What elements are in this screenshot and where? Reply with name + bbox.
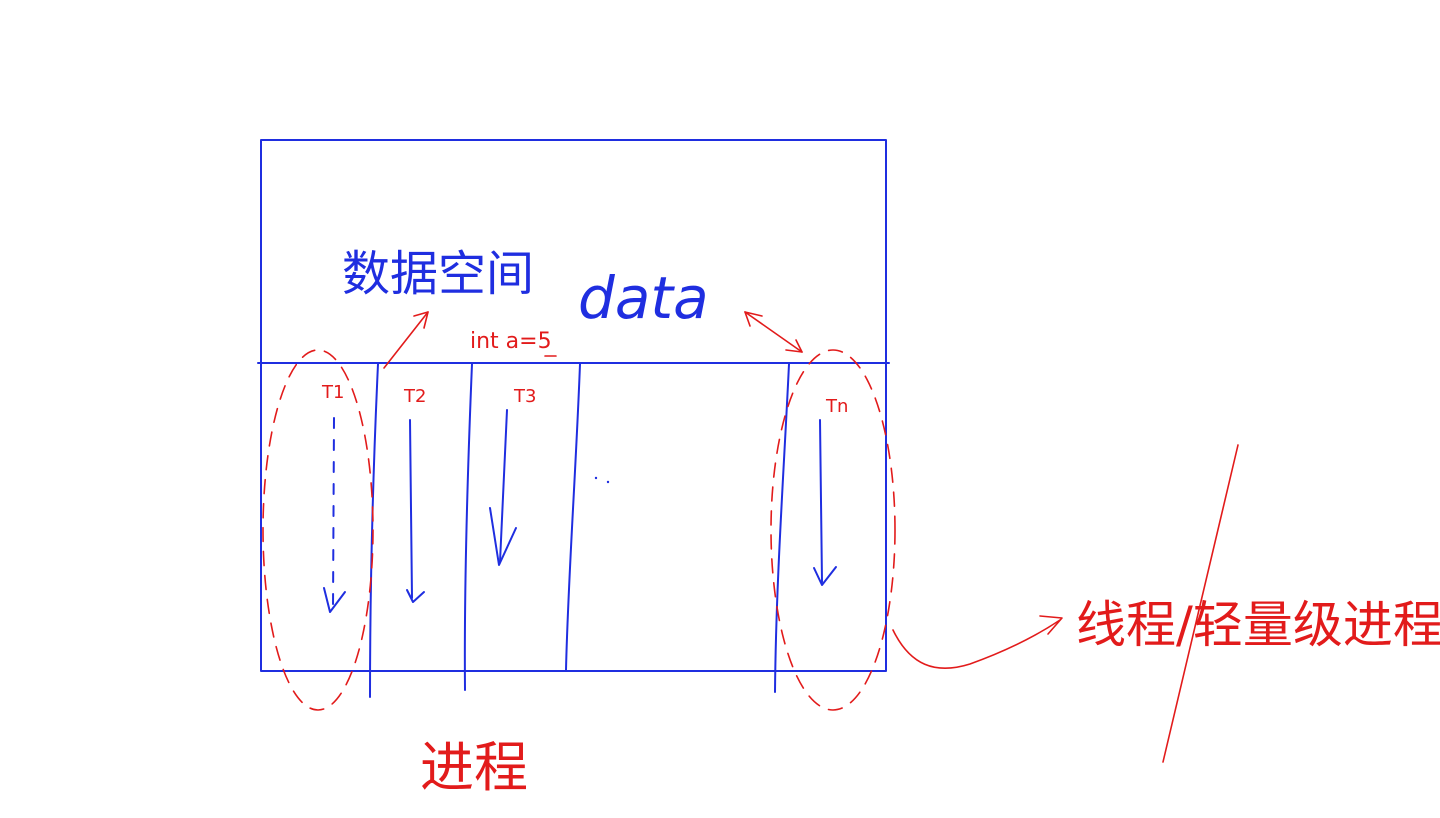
data-label: data [578, 264, 709, 332]
t1-execution-arrow [332, 417, 335, 611]
t3-label: T3 [513, 386, 536, 407]
thread-pointer-arrowhead [1039, 615, 1063, 635]
data-space-label: 数据空间 [342, 246, 534, 302]
slash-divider [1162, 444, 1239, 763]
t2-data-access-arrowhead [413, 311, 429, 329]
t1-highlight-ellipse [262, 349, 374, 711]
t2-execution-arrow [409, 419, 413, 599]
t2-data-access-arrow [383, 311, 429, 369]
tn-arrowhead-top [744, 311, 763, 327]
tn-execution-arrow [819, 419, 823, 583]
lane-line-1 [369, 363, 379, 698]
thread-label: 线程/轻量级进程 [1076, 596, 1440, 654]
tn-label: Tn [825, 396, 848, 417]
ellipsis-dot-2 [606, 480, 610, 484]
lane-line-2 [463, 363, 473, 691]
lane-line-3 [565, 363, 581, 671]
tn-data-access-arrow [744, 311, 803, 353]
tn-highlight-ellipse [770, 349, 896, 711]
t3-execution-arrow [499, 409, 508, 563]
tn-arrowhead [813, 566, 837, 586]
t2-label: T2 [403, 386, 426, 407]
tn-arrowhead-bottom [785, 339, 803, 353]
int-a-label: int a=5 [470, 329, 552, 354]
lane-line-4 [774, 363, 790, 693]
t1-arrowhead [323, 587, 346, 613]
ellipsis-dot-1 [594, 476, 598, 480]
process-box [260, 139, 887, 672]
thread-pointer-arrow [892, 619, 1061, 670]
process-label: 进程 [420, 736, 528, 799]
t2-arrowhead [406, 589, 425, 603]
t3-arrowhead [489, 507, 517, 566]
t1-label: T1 [321, 382, 344, 403]
